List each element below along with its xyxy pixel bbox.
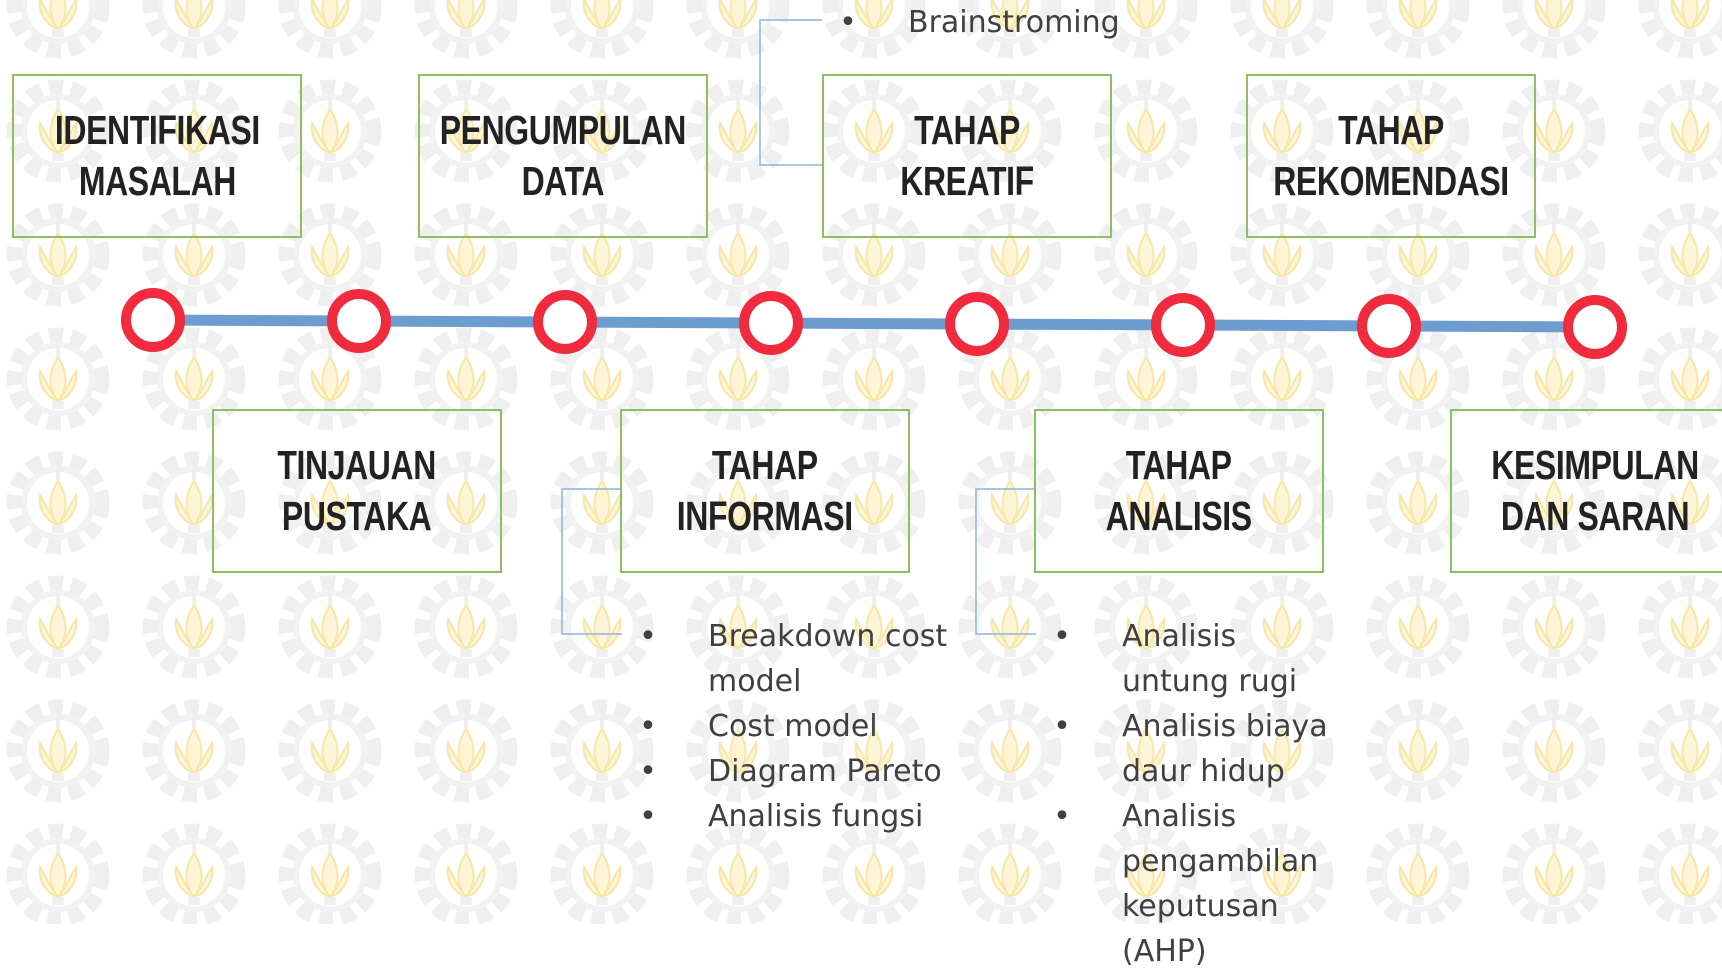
- box-identifikasi-label: IDENTIFIKASI MASALAH: [54, 107, 260, 204]
- box-tahap-informasi: TAHAP INFORMASI: [620, 409, 910, 573]
- box-pengumpulan-data: PENGUMPULAN DATA: [418, 74, 708, 238]
- list-item: •Cost model: [639, 709, 878, 744]
- list-item: •Analisis biaya daur hidup: [1053, 709, 1328, 789]
- list-item: •Breakdown cost model: [639, 619, 948, 699]
- list-item: •Analisis pengambilan keputusan (AHP): [1053, 799, 1319, 969]
- box-kesimpulan-saran: KESIMPULAN DAN SARAN: [1450, 409, 1722, 573]
- list-item: •Brainstroming: [839, 5, 1120, 40]
- list-item: •Analisis untung rugi: [1053, 619, 1298, 699]
- box-kreatif-label: TAHAP KREATIF: [900, 107, 1034, 204]
- box-tahap-rekomendasi: TAHAP REKOMENDASI: [1246, 74, 1536, 238]
- box-kesimpulan-label: KESIMPULAN DAN SARAN: [1491, 442, 1699, 539]
- box-tahap-analisis: TAHAP ANALISIS: [1034, 409, 1324, 573]
- box-tinjauan-label: TINJAUAN PUSTAKA: [277, 442, 437, 539]
- list-item: •Diagram Pareto: [639, 754, 942, 789]
- analisis-bullet-list: •Analisis untung rugi •Analisis biaya da…: [1052, 614, 1352, 974]
- watermark-background: [0, 0, 1722, 924]
- informasi-bullet-list: •Breakdown cost model •Cost model •Diagr…: [638, 614, 968, 839]
- box-tahap-kreatif: TAHAP KREATIF: [822, 74, 1112, 238]
- list-item: •Analisis fungsi: [639, 799, 924, 834]
- box-analisis-label: TAHAP ANALISIS: [1105, 442, 1253, 539]
- box-informasi-label: TAHAP INFORMASI: [677, 442, 853, 539]
- box-pengumpulan-label: PENGUMPULAN DATA: [439, 107, 687, 204]
- box-rekomendasi-label: TAHAP REKOMENDASI: [1273, 107, 1509, 204]
- kreatif-bullet-list: •Brainstroming: [838, 0, 1158, 45]
- box-identifikasi-masalah: IDENTIFIKASI MASALAH: [12, 74, 302, 238]
- box-tinjauan-pustaka: TINJAUAN PUSTAKA: [212, 409, 502, 573]
